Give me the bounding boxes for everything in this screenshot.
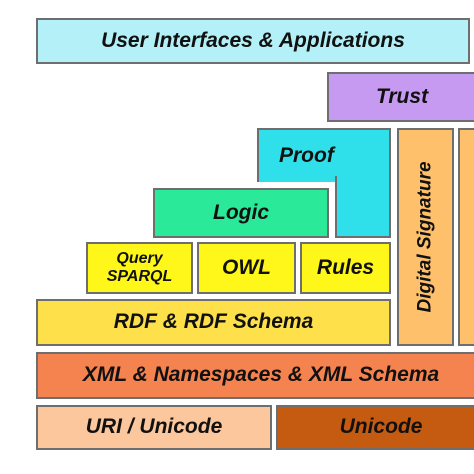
layer-user-interfaces-label: User Interfaces & Applications	[101, 28, 405, 52]
layer-uri-label: URI / Unicode	[85, 415, 223, 439]
layer-xml-namespaces: XML & Namespaces & XML Schema	[36, 352, 474, 399]
layer-unicode: Unicode	[276, 405, 474, 450]
layer-owl-label: OWL	[222, 255, 271, 279]
layer-logic: Logic	[153, 188, 329, 238]
layer-rules: Rules	[300, 242, 391, 294]
layer-proof: Proof	[257, 128, 391, 182]
layer-proof-label: Proof	[279, 143, 334, 167]
layer-trust-label: Trust	[375, 84, 429, 108]
layer-rdf-schema: RDF & RDF Schema	[36, 299, 391, 346]
layer-proof-column	[335, 176, 391, 238]
layer-rules-label: Rules	[316, 255, 375, 279]
layer-rdf-label: RDF & RDF Schema	[113, 310, 314, 334]
layer-sparql-label: SPARQL	[106, 267, 173, 285]
layer-uri-unicode: URI / Unicode	[36, 405, 272, 450]
layer-trust: Trust	[327, 72, 474, 122]
layer-query-label: Query	[116, 249, 163, 267]
layer-owl: OWL	[197, 242, 296, 294]
layer-user-interfaces-applications: User Interfaces & Applications	[36, 18, 470, 64]
layer-logic-label: Logic	[213, 200, 269, 224]
layer-unicode-label: Unicode	[339, 415, 423, 439]
layer-encryption-partial	[458, 128, 474, 346]
layer-digital-signature: Digital Signature	[397, 128, 454, 346]
layer-query-sparql: Query SPARQL	[86, 242, 193, 294]
layer-digital-signature-label: Digital Signature	[414, 161, 436, 313]
layer-xml-label: XML & Namespaces & XML Schema	[82, 363, 440, 387]
